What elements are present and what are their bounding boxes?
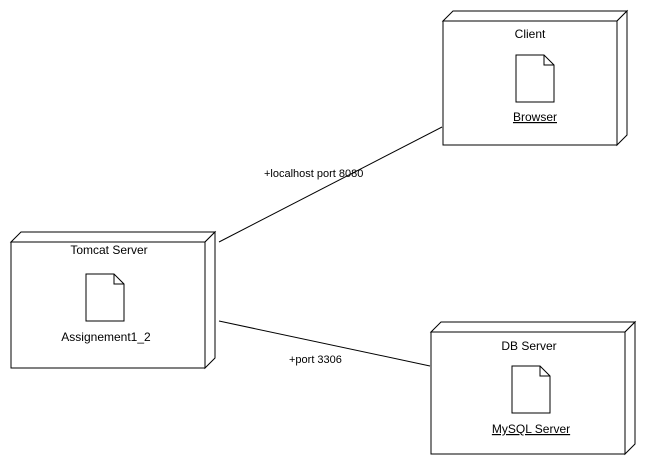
connection-tomcat-client[interactable] — [218, 126, 443, 243]
artifact-document-icon — [511, 365, 551, 414]
artifact-name-mysql-server[interactable]: MySQL Server — [492, 422, 570, 436]
node-client[interactable]: Client Browser — [441, 9, 629, 147]
node-title-client: Client — [515, 27, 546, 41]
node-title-tomcat-server: Tomcat Server — [70, 243, 147, 257]
node-title-db-server: DB Server — [501, 339, 556, 353]
artifact-name-assignement1-2[interactable]: Assignement1_2 — [61, 330, 151, 344]
artifact-document-icon — [515, 54, 555, 103]
connection-label-tomcat-client: +localhost port 8080 — [264, 168, 363, 180]
node-tomcat-server[interactable]: Tomcat Server Assignement1_2 — [9, 230, 217, 370]
artifact-document-icon — [85, 273, 125, 322]
connection-label-tomcat-db: +port 3306 — [289, 354, 342, 366]
connection-tomcat-db[interactable] — [218, 320, 431, 367]
node-db-server[interactable]: DB Server MySQL Server — [429, 320, 637, 456]
artifact-name-browser[interactable]: Browser — [513, 110, 557, 124]
